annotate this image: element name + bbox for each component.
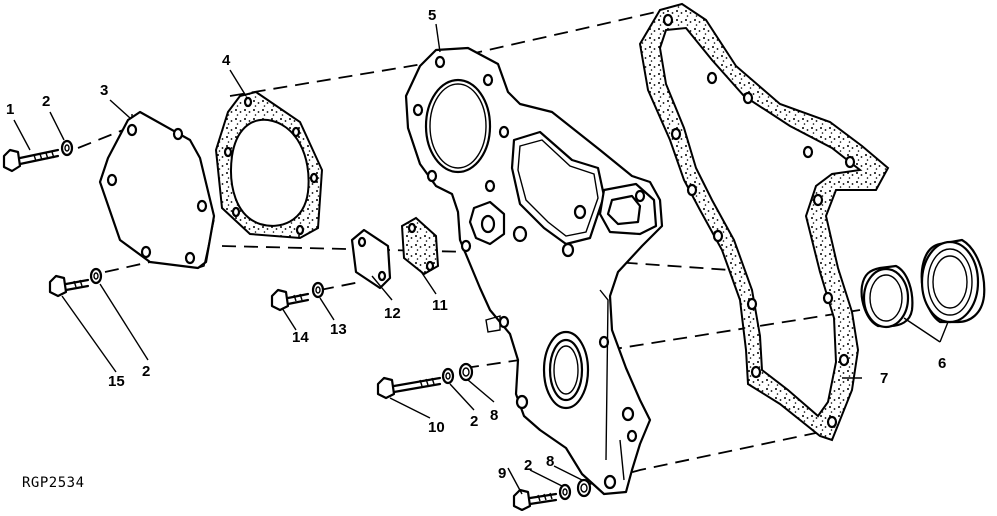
callout-2-upper: 2 bbox=[42, 93, 50, 110]
callout-6: 6 bbox=[938, 355, 946, 372]
washer-part-2-upper bbox=[60, 139, 74, 157]
callout-labels: 1 2 3 4 5 6 7 8 8 9 10 11 12 13 14 15 2 … bbox=[6, 7, 946, 482]
bolt-part-1 bbox=[2, 148, 60, 173]
washer-part-2-left bbox=[89, 267, 103, 285]
gasket-part-11 bbox=[400, 216, 440, 276]
cover-plate-part-3 bbox=[98, 110, 216, 270]
callout-9: 9 bbox=[498, 465, 506, 482]
seal-part-6-small bbox=[860, 264, 914, 329]
callout-7: 7 bbox=[880, 370, 888, 387]
washer-part-2-bottom bbox=[558, 483, 572, 501]
gasket-part-4 bbox=[214, 90, 324, 240]
washer-part-8-bottom bbox=[576, 478, 592, 498]
callout-11: 11 bbox=[432, 297, 448, 314]
leader-lines bbox=[13, 23, 949, 495]
bolt-part-10 bbox=[376, 376, 442, 400]
callout-12: 12 bbox=[384, 305, 401, 322]
callout-8-mid: 8 bbox=[490, 407, 498, 424]
callout-2-mid: 2 bbox=[470, 413, 478, 430]
timing-cover-part-5 bbox=[404, 46, 664, 496]
callout-8-bottom: 8 bbox=[546, 453, 554, 470]
callout-4: 4 bbox=[222, 52, 231, 69]
seal-part-6-large bbox=[920, 238, 986, 324]
figure-reference: RGP2534 bbox=[22, 475, 85, 491]
gasket-part-7 bbox=[638, 2, 890, 442]
callout-10: 10 bbox=[428, 419, 445, 436]
washer-part-2-mid bbox=[441, 367, 455, 385]
callout-2-left: 2 bbox=[142, 363, 150, 380]
callout-15: 15 bbox=[108, 373, 125, 390]
plate-part-12 bbox=[350, 228, 392, 290]
callout-14: 14 bbox=[292, 329, 309, 346]
callout-13: 13 bbox=[330, 321, 347, 338]
callout-3: 3 bbox=[100, 82, 108, 99]
washer-part-8-mid bbox=[458, 362, 474, 382]
callout-2-bottom: 2 bbox=[524, 457, 532, 474]
callout-1: 1 bbox=[6, 101, 14, 118]
callout-5: 5 bbox=[428, 7, 436, 24]
bolt-part-15 bbox=[48, 274, 90, 298]
bolt-part-14 bbox=[270, 288, 310, 312]
bolt-part-9 bbox=[512, 488, 558, 512]
washer-part-13 bbox=[311, 281, 325, 299]
